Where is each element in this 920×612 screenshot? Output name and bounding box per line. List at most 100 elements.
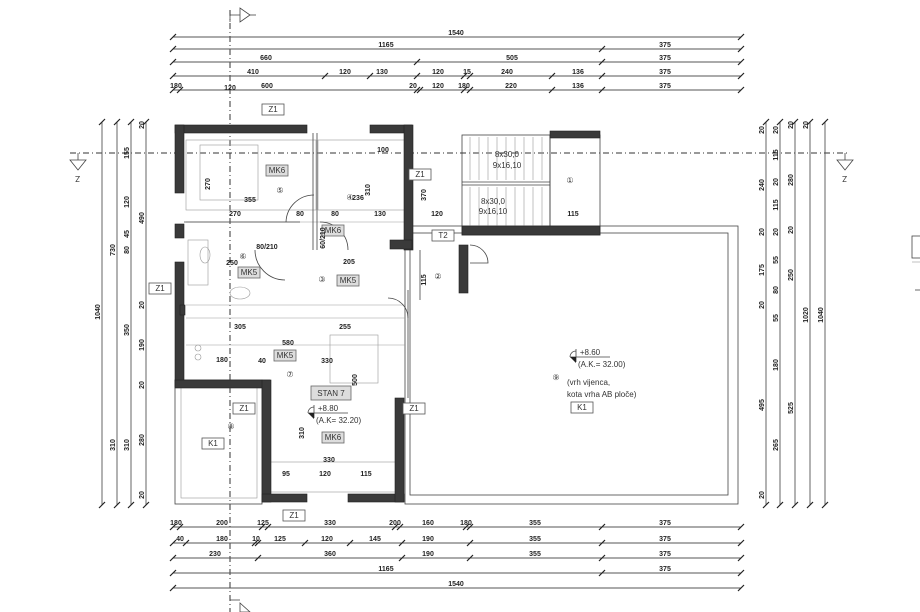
room-number-label: ⑦ <box>286 370 293 379</box>
dimension-tick <box>113 118 121 126</box>
dimension-label: 180 <box>458 83 470 90</box>
dimension-label: 20 <box>773 126 780 134</box>
dimension-label: 120 <box>124 196 131 208</box>
interior-dimension-label: 60/210 <box>320 227 327 249</box>
dimension-tick <box>598 539 606 547</box>
material-tag: MK6 <box>321 431 345 444</box>
dimension-label: 130 <box>376 69 388 76</box>
roof-note: kota vrha AB ploče) <box>567 390 637 399</box>
section-marker-right: Z <box>836 153 854 183</box>
dimension-tick <box>321 72 329 80</box>
section-marker-left: Z <box>69 153 87 183</box>
interior-dimension-label: 180 <box>216 357 228 364</box>
dimension-label: 375 <box>659 42 671 49</box>
apartment-name: STAN 7 <box>317 389 345 398</box>
dimension-tick <box>251 539 259 547</box>
dimension-label: 375 <box>659 83 671 90</box>
dimension-tick <box>169 45 177 53</box>
dimension-label: 180 <box>460 520 472 527</box>
interior-lines <box>185 139 408 493</box>
interior-dimension-label: 580 <box>282 340 294 347</box>
dimension-label: 310 <box>124 439 131 451</box>
interior-dimension-label: 500 <box>352 374 359 386</box>
dimension-label: 1040 <box>95 304 102 320</box>
material-tag: Z1 <box>282 509 306 522</box>
material-tag: K1 <box>201 437 225 450</box>
dimension-label: 240 <box>501 69 513 76</box>
dimension-label: 160 <box>422 520 434 527</box>
dimension-tick <box>762 501 770 509</box>
material-tag-label: MK5 <box>340 276 357 285</box>
dimension-tick <box>598 569 606 577</box>
material-tag-label: Z1 <box>409 404 419 413</box>
interior-dimension-label: 95 <box>282 471 290 478</box>
dimension-label: 180 <box>216 536 228 543</box>
dimension-tick <box>598 86 606 94</box>
dimension-label: 125 <box>274 536 286 543</box>
dimension-label: 55 <box>773 314 780 322</box>
dimension-tick <box>254 539 262 547</box>
material-tag: Z1 <box>261 103 285 116</box>
dimension-label: 525 <box>788 402 795 414</box>
dimension-tick <box>737 45 745 53</box>
dimension-tick <box>169 554 177 562</box>
dimension-tick <box>176 523 184 531</box>
dimension-label: 240 <box>759 179 766 191</box>
dimension-tick <box>821 118 829 126</box>
dimension-label: 20 <box>139 301 146 309</box>
dimension-label: 20 <box>803 121 810 129</box>
wall <box>461 225 601 236</box>
dimension-label: 1040 <box>818 307 825 323</box>
interior-dimension-label: 115 <box>421 274 428 285</box>
room-number-7: ⑦ <box>286 370 293 379</box>
room-1-outline <box>549 134 601 236</box>
dimension-label: 120 <box>432 83 444 90</box>
doors <box>254 194 489 319</box>
interior-dimension-label: 80 <box>296 211 304 218</box>
dimension-label: 190 <box>422 536 434 543</box>
material-tag: Z1 <box>408 168 432 181</box>
interior-dimension-label: 115 <box>360 471 371 478</box>
material-tag-label: K1 <box>208 439 218 448</box>
dimension-tick <box>169 539 177 547</box>
dimension-label: 180 <box>170 83 182 90</box>
dimension-tick <box>806 118 814 126</box>
dimension-label: 120 <box>432 69 444 76</box>
dimension-tick <box>416 86 424 94</box>
interior-dimension-label: 270 <box>229 211 241 218</box>
dimension-label: 45 <box>124 230 131 238</box>
dimension-label: 20 <box>773 178 780 186</box>
interior-dimension-label: 80/210 <box>256 244 278 251</box>
dimension-label: 360 <box>324 551 336 558</box>
section-marker-bottom <box>230 599 251 612</box>
dimension-tick <box>169 86 177 94</box>
interior-dimension-label: 40 <box>258 358 266 365</box>
dimension-label: 20 <box>759 228 766 236</box>
room-number-label: ⑥ <box>239 252 246 261</box>
room-number-4: ④ <box>346 193 353 202</box>
dimension-label: 280 <box>139 434 146 446</box>
material-tag-label: T2 <box>438 231 448 240</box>
dimension-label: 20 <box>759 491 766 499</box>
material-tag-label: MK6 <box>269 166 286 175</box>
interior-dimension-label: 120 <box>319 471 331 478</box>
dimension-label: 375 <box>659 566 671 573</box>
material-tag-label: Z1 <box>268 105 278 114</box>
dimension-label: 265 <box>773 439 780 451</box>
dimension-tick <box>460 86 468 94</box>
dimension-tick <box>169 72 177 80</box>
dimension-label: 20 <box>759 301 766 309</box>
dimension-tick <box>254 554 262 562</box>
dimension-label: 20 <box>409 83 417 90</box>
dimension-tick <box>598 72 606 80</box>
dimension-tick <box>737 554 745 562</box>
dimension-label: 375 <box>659 536 671 543</box>
dimension-tick <box>413 58 421 66</box>
dimension-label: 20 <box>139 491 146 499</box>
dimension-tick <box>264 523 272 531</box>
interior-dimension-label: 370 <box>421 189 428 201</box>
dimension-tick <box>791 501 799 509</box>
room-number-6: ⑥ <box>239 252 246 261</box>
dimension-tick <box>462 523 470 531</box>
dimension-tick <box>737 33 745 41</box>
